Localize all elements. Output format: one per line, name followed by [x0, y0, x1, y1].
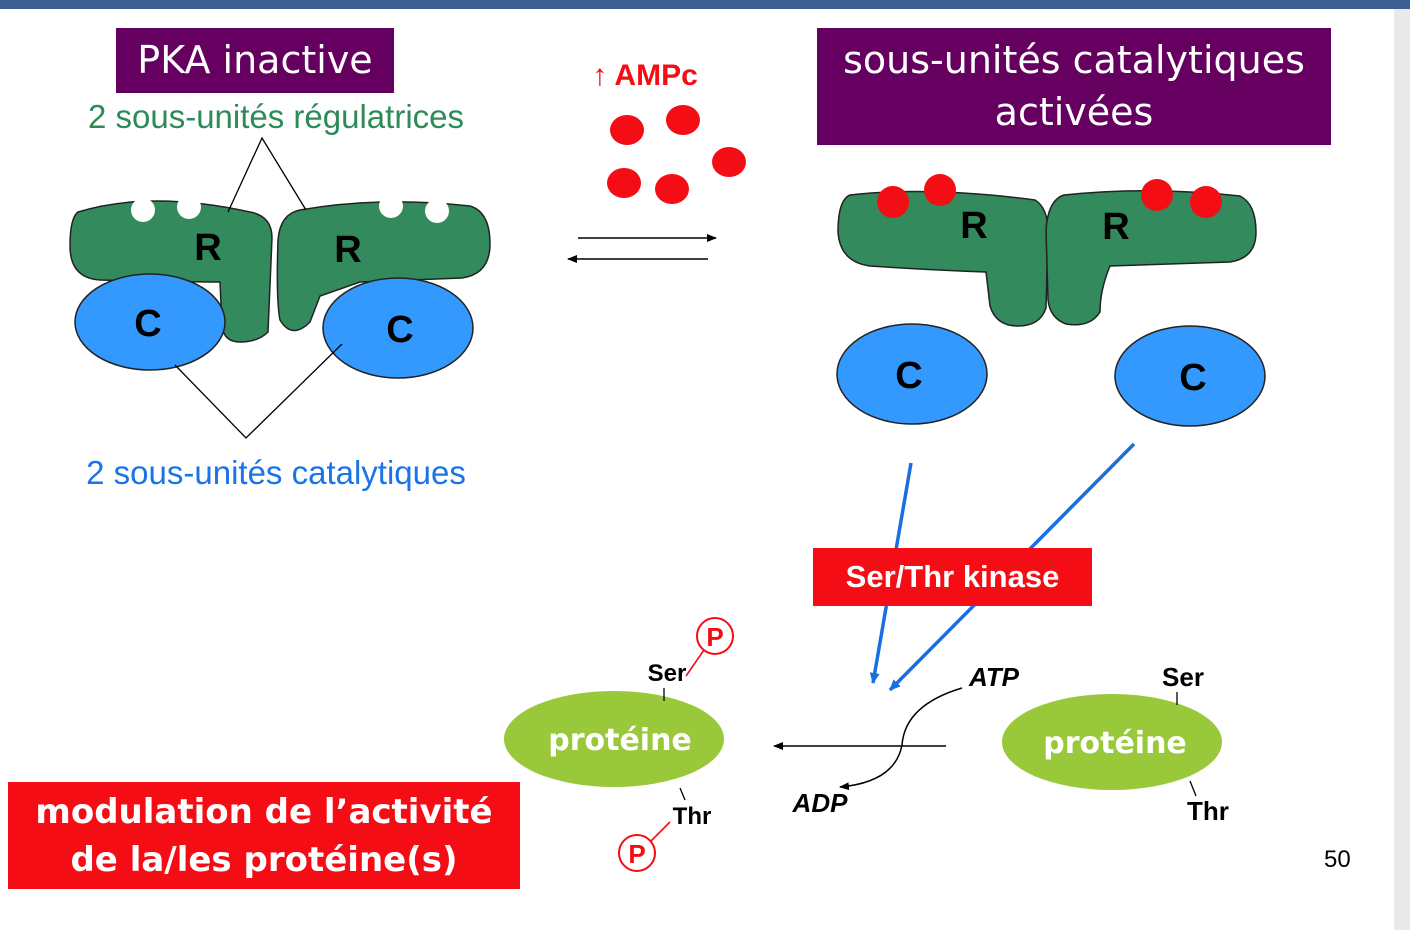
- conclusion-line1: modulation de l’activité: [35, 792, 493, 832]
- r-label-right: R: [334, 229, 361, 271]
- camp-bound: [877, 186, 909, 218]
- r-label-left: R: [194, 227, 221, 269]
- phospho-bond-ser: [685, 649, 705, 677]
- protein-substrate: [1002, 694, 1222, 790]
- c-label-right: C: [386, 309, 413, 351]
- regulatory-subunit-active-left: [837, 190, 1049, 327]
- title-pka-inactive-text: PKA inactive: [137, 38, 373, 82]
- thr-label-substrate: Thr: [1187, 796, 1229, 826]
- regulatory-subunit-right: [276, 201, 491, 332]
- regulatory-label: 2 sous-unités régulatrices: [88, 98, 464, 135]
- title-active-line1: sous-unités catalytiques: [843, 38, 1305, 82]
- top-rule: [0, 0, 1410, 9]
- c-label-left: C: [134, 303, 161, 345]
- camp-site-empty: [379, 194, 403, 218]
- protein-phosphorylated: [504, 691, 724, 787]
- ser-label-product: Ser: [648, 660, 687, 687]
- phosphate-ser: [696, 617, 734, 655]
- thr-label-product: Thr: [673, 803, 712, 830]
- camp-site-empty: [425, 199, 449, 223]
- catalytic-subunit-active-left: [836, 323, 988, 425]
- protein-phosphorylated-label: protéine: [548, 723, 692, 758]
- right-scroll-strip: [1394, 9, 1410, 930]
- conclusion-line2: de la/les protéine(s): [70, 840, 458, 880]
- camp-bound: [1190, 186, 1222, 218]
- page-number: 50: [1324, 846, 1351, 873]
- kinase-label: Ser/Thr kinase: [845, 559, 1060, 594]
- camp-molecule: [712, 147, 746, 177]
- phosphate-ser-label: P: [706, 622, 723, 652]
- conclusion-box: modulation de l’activité de la/les proté…: [8, 782, 520, 889]
- r-label-active-left: R: [960, 205, 987, 247]
- phosphate-thr: [618, 834, 656, 872]
- adp-label: ADP: [792, 788, 849, 818]
- kinase-label-box: Ser/Thr kinase: [813, 548, 1092, 606]
- title-pka-inactive: PKA inactive: [116, 28, 394, 93]
- camp-label: ↑ AMPc: [592, 59, 698, 92]
- regulatory-subunit-active-right: [1045, 190, 1257, 326]
- catalytic-pointer: [174, 343, 343, 439]
- camp-bound: [1141, 179, 1173, 211]
- camp-site-empty: [177, 195, 201, 219]
- camp-molecule: [666, 105, 700, 135]
- r-label-active-right: R: [1102, 206, 1129, 248]
- title-active-line2: activées: [994, 90, 1154, 134]
- c-label-active-left: C: [895, 355, 922, 397]
- catalytic-subunit-active-right: [1114, 325, 1266, 427]
- atp-adp-curve: [839, 687, 963, 791]
- title-active-catalytic: sous-unités catalytiques activées: [817, 28, 1331, 145]
- phospho-bond-thr: [649, 821, 671, 843]
- catalytic-subunit-left: [74, 273, 226, 371]
- atp-label: ATP: [968, 662, 1020, 692]
- catalytic-label: 2 sous-unités catalytiques: [86, 454, 466, 491]
- camp-molecule: [610, 115, 644, 145]
- regulatory-pointer: [227, 136, 307, 213]
- phosphate-thr-label: P: [628, 839, 645, 869]
- camp-molecule: [607, 168, 641, 198]
- protein-substrate-label: protéine: [1043, 726, 1187, 761]
- catalytic-subunit-right: [322, 277, 474, 379]
- ser-label-substrate: Ser: [1162, 662, 1204, 692]
- camp-molecule: [655, 174, 689, 204]
- c-label-active-right: C: [1179, 357, 1206, 399]
- thr-bond-product: [679, 787, 686, 801]
- thr-bond-substrate: [1189, 780, 1197, 797]
- camp-bound: [924, 174, 956, 206]
- camp-site-empty: [131, 198, 155, 222]
